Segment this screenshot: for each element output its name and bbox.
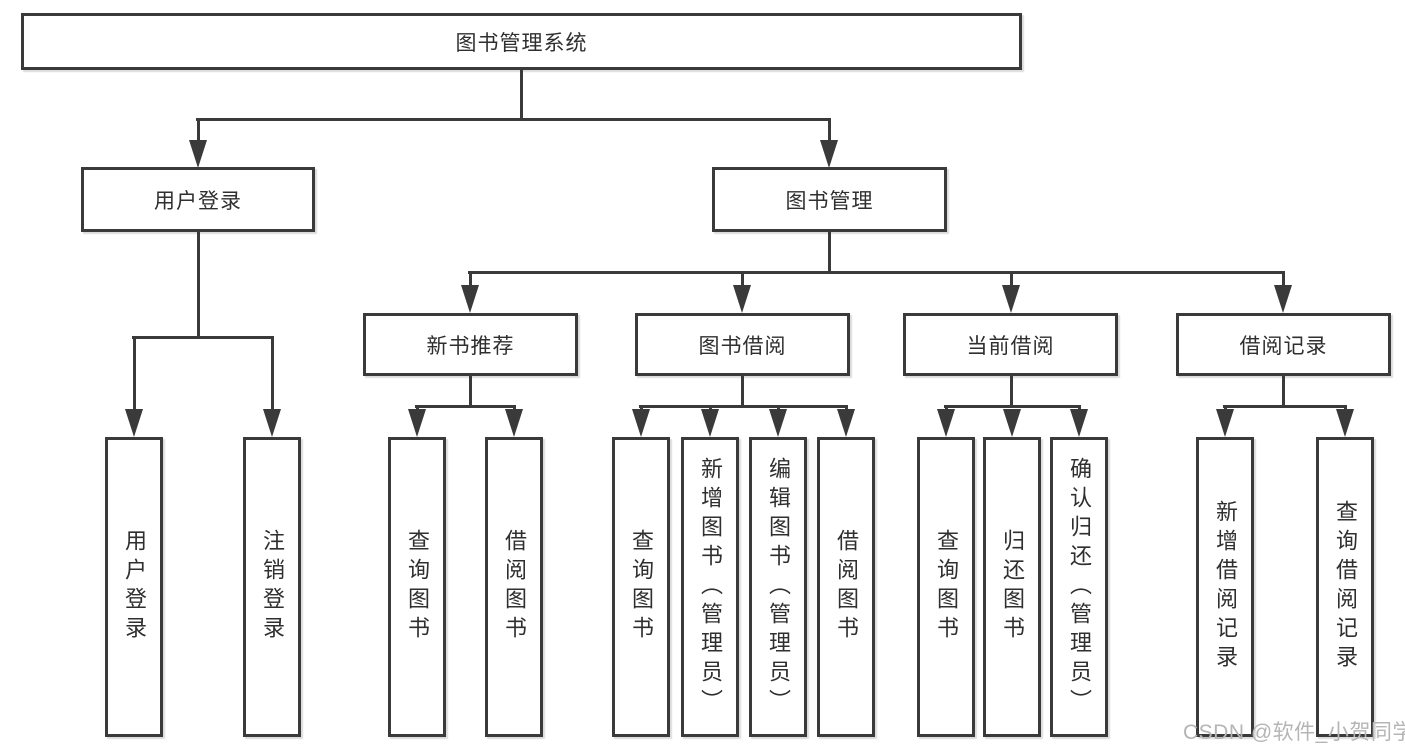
connector-line [415,405,516,408]
csdn-watermark: CSDN @软件_小贺同学 [1183,721,1405,744]
connector-line [197,232,200,339]
connector-line [1223,405,1347,408]
connector-line [469,271,472,289]
arrowhead-down-icon [769,409,787,437]
arrowhead-down-icon [820,140,838,168]
leaf-query-books-1: 查询图书 [388,437,446,737]
leaf-add-borrow-record: 新增借阅记录 [1196,437,1254,737]
arrowhead-down-icon [263,409,281,437]
node-user-login: 用户登录 [81,167,315,232]
arrowhead-down-icon [189,140,207,168]
node-book-management: 图书管理 [712,167,947,232]
connector-line [196,118,831,121]
leaf-logout: 注销登录 [243,437,301,737]
connector-line [468,271,1285,274]
arrowhead-down-icon [837,409,855,437]
connector-line [1010,271,1013,289]
arrowhead-down-icon [1274,285,1292,313]
arrowhead-down-icon [1216,409,1234,437]
arrowhead-down-icon [505,409,523,437]
node-new-book-recommend: 新书推荐 [363,313,578,376]
connector-line [132,336,274,339]
connector-line [1282,376,1285,408]
connector-line [828,232,831,274]
arrowhead-down-icon [937,409,955,437]
connector-line [741,271,744,289]
leaf-add-books-admin: 新增图书（管理员） [681,437,739,737]
connector-line [520,70,523,121]
connector-line [271,336,274,414]
arrowhead-down-icon [701,409,719,437]
arrowhead-down-icon [408,409,426,437]
arrowhead-down-icon [461,285,479,313]
connector-line [639,405,848,408]
connector-line [741,376,744,408]
arrowhead-down-icon [733,285,751,313]
connector-line [1282,271,1285,289]
arrowhead-down-icon [125,409,143,437]
node-book-borrowing: 图书借阅 [635,313,850,376]
leaf-query-books-2: 查询图书 [612,437,670,737]
arrowhead-down-icon [1336,409,1354,437]
connector-line [1010,376,1013,408]
leaf-query-books-3: 查询图书 [917,437,975,737]
leaf-query-borrow-record: 查询借阅记录 [1316,437,1374,737]
leaf-edit-books-admin: 编辑图书（管理员） [749,437,807,737]
leaf-borrow-books-2: 借阅图书 [817,437,875,737]
arrowhead-down-icon [632,409,650,437]
arrowhead-down-icon [1070,409,1088,437]
node-current-borrowing: 当前借阅 [903,313,1118,376]
connector-line [133,336,136,414]
connector-line [469,376,472,408]
arrowhead-down-icon [1003,409,1021,437]
leaf-borrow-books-1: 借阅图书 [485,437,543,737]
connector-line [944,405,1081,408]
arrowhead-down-icon [1002,285,1020,313]
leaf-confirm-return-admin: 确认归还（管理员） [1050,437,1108,737]
connector-line [197,118,200,144]
leaf-return-books: 归还图书 [983,437,1041,737]
node-borrowing-records: 借阅记录 [1176,313,1391,376]
connector-line [828,118,831,144]
leaf-user-login: 用户登录 [105,437,163,737]
node-library-system: 图书管理系统 [21,13,1022,70]
